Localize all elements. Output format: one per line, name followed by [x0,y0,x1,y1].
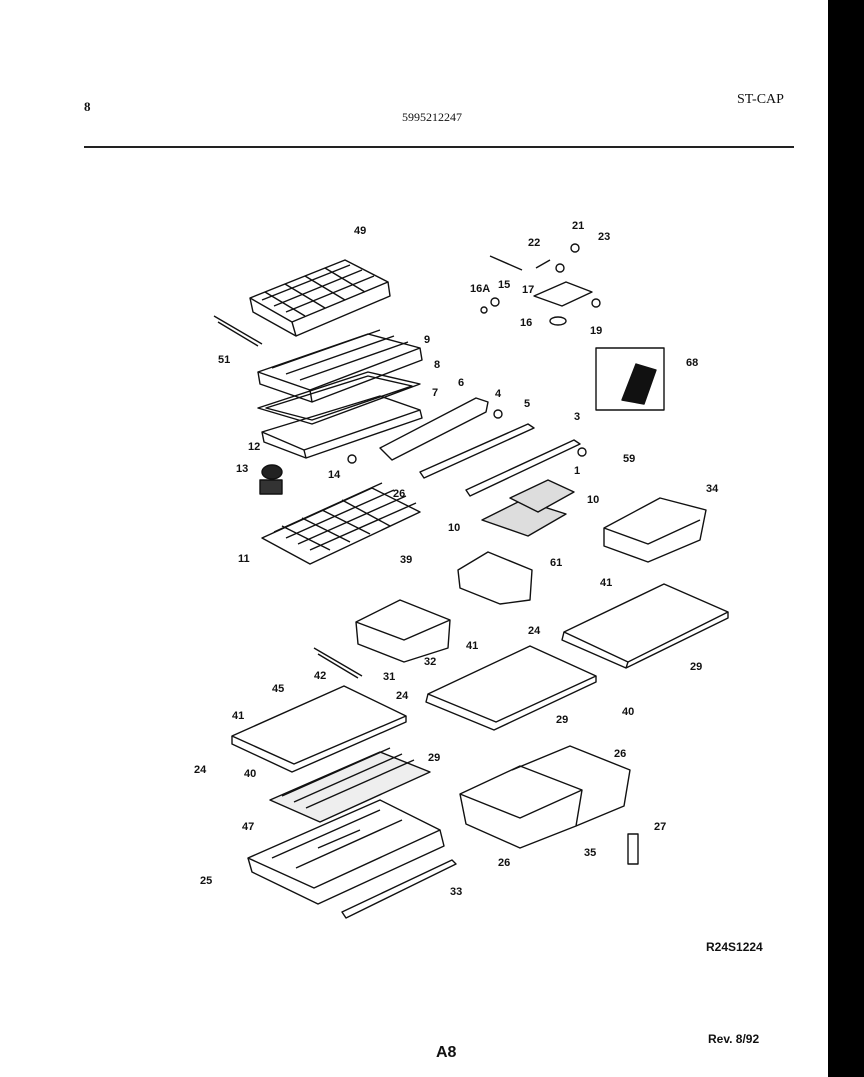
tray-part-7 [261,395,423,459]
model-number: 5995212247 [402,110,462,124]
damper-hardware-group [480,243,601,326]
part-label: 9 [424,334,430,346]
part-label: 27 [654,821,666,833]
wire-shelf-part-11 [261,482,421,565]
part-label: 29 [556,714,568,726]
grille-part-9 [257,329,423,403]
parts-diagram-page: 8 5995212247 ST-CAP [0,0,828,1077]
part-label: 3 [574,411,580,423]
part-label: 39 [400,554,412,566]
part-label: 7 [432,387,438,399]
part-label: 47 [242,821,254,833]
part-label: 25 [200,875,212,887]
part-label: 41 [600,577,612,589]
part-label: 51 [218,354,230,366]
drawing-id: R24S1224 [706,940,763,954]
part-label: 40 [622,706,634,718]
crisper-frame-part-25 [247,799,445,905]
bin-part-31-32 [355,599,451,663]
page-code: A8 [436,1044,457,1061]
screw-part-3 [577,447,587,457]
part-label: 10 [587,494,599,506]
glass-shelf-right [561,583,729,669]
clip-part-14 [347,454,357,464]
part-label: 40 [244,768,256,780]
part-label: 33 [450,886,462,898]
part-label: 35 [584,847,596,859]
ice-tray-part-10 [481,479,575,537]
part-label: 6 [458,377,464,389]
part-label: 24 [194,764,207,776]
part-label: 24 [528,625,541,637]
part-label: 14 [328,469,341,481]
part-label: 26 [614,748,626,760]
section-code: ST-CAP [737,92,784,107]
part-label: 41 [232,710,244,722]
rail-part-33 [341,859,457,919]
part-label: 13 [236,463,248,475]
part-label: 12 [248,441,260,453]
part-label: 21 [572,220,584,232]
page-number: 8 [84,99,91,114]
part-label: 68 [686,357,698,369]
part-label: 19 [590,325,602,337]
glass-shelf-left [231,685,407,773]
part-label: 4 [495,388,502,400]
rail-part-5 [419,423,535,479]
crisper-cover-grille [269,747,431,823]
rail-part-42 [313,647,363,679]
part-label: 49 [354,225,366,237]
part-label: 29 [690,661,702,673]
stud-part-27 [627,833,639,865]
frame-part-8 [257,371,421,425]
part-label: 16 [520,317,532,329]
part-label: 23 [598,231,610,243]
rail-part-51 [213,315,263,347]
basket-part-49 [249,259,391,337]
part-label: 15 [498,279,510,291]
part-label: 22 [528,237,540,249]
revision-note: Rev. 8/92 [708,1032,760,1046]
part-label: 16A [470,283,490,295]
part-label: 24 [396,690,409,702]
part-label: 1 [574,465,580,477]
glass-shelf-middle [425,645,597,731]
bin-part-34 [603,497,707,563]
part-label: 42 [314,670,326,682]
exploded-parts-drawing: 49 22 21 23 16A 15 17 16 19 51 9 8 7 6 4… [194,220,729,919]
part-label: 5 [524,398,530,410]
part-label: 61 [550,557,562,569]
part-label: 11 [238,553,250,565]
crisper-drawers-part-26 [459,745,631,849]
part-label: 10 [448,522,460,534]
part-label: 17 [522,284,534,296]
detail-inset-68 [595,347,665,411]
part-label: 31 [383,671,395,683]
control-part-12-13 [259,464,283,495]
part-label: 26 [393,488,405,500]
rail-part-1 [465,439,581,497]
screw-part-4 [493,409,503,419]
part-label: 26 [498,857,510,869]
part-label: 29 [428,752,440,764]
part-label: 59 [623,453,635,465]
part-label: 32 [424,656,436,668]
part-label: 45 [272,683,284,695]
bar-part-6 [379,397,489,461]
part-label: 41 [466,640,478,652]
part-labels: 49 22 21 23 16A 15 17 16 19 51 9 8 7 6 4… [194,220,719,898]
header-rule [84,146,794,148]
bracket-part-61 [457,551,533,605]
part-label: 8 [434,359,440,371]
part-label: 34 [706,483,719,495]
